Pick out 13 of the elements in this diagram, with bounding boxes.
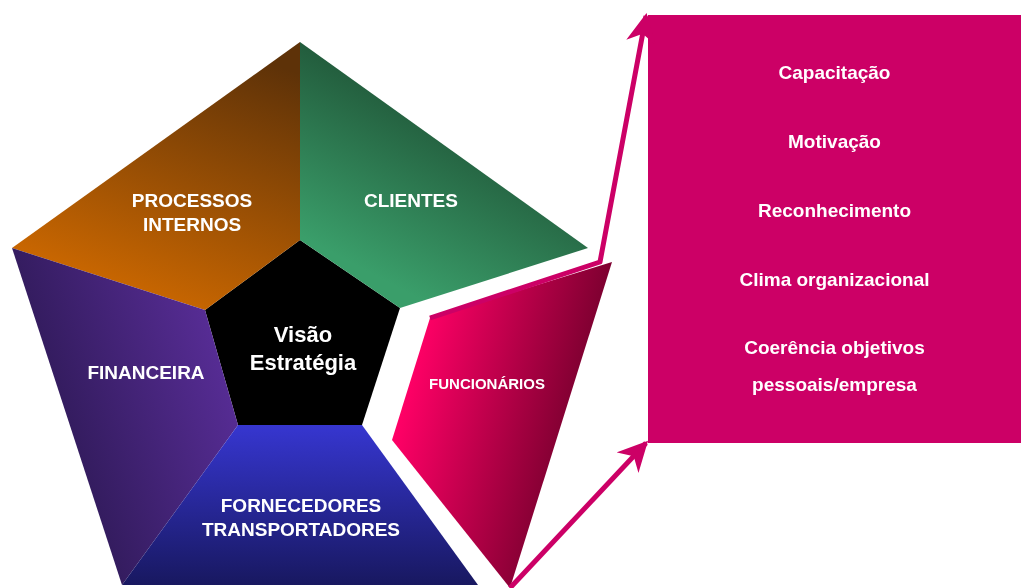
segment-label: FINANCEIRA	[86, 361, 206, 385]
arrow	[508, 440, 649, 588]
segment-label: PROCESSOS INTERNOS	[130, 189, 254, 237]
list-item: Capacitação	[778, 61, 891, 86]
detail-panel	[648, 15, 1021, 443]
list-item: Coerência objetivos pessoais/empresa	[743, 336, 926, 397]
list-item: Clima organizacional	[739, 267, 930, 292]
list-item: Reconhecimento	[757, 198, 912, 223]
list-item: Motivação	[788, 130, 881, 155]
segment-label: FUNCIONÁRIOS	[428, 375, 546, 394]
segment-label: CLIENTES	[363, 189, 459, 213]
segment-label: FORNECEDORES TRANSPORTADORES	[200, 494, 402, 542]
segment-label: Visão Estratégia	[248, 321, 358, 376]
